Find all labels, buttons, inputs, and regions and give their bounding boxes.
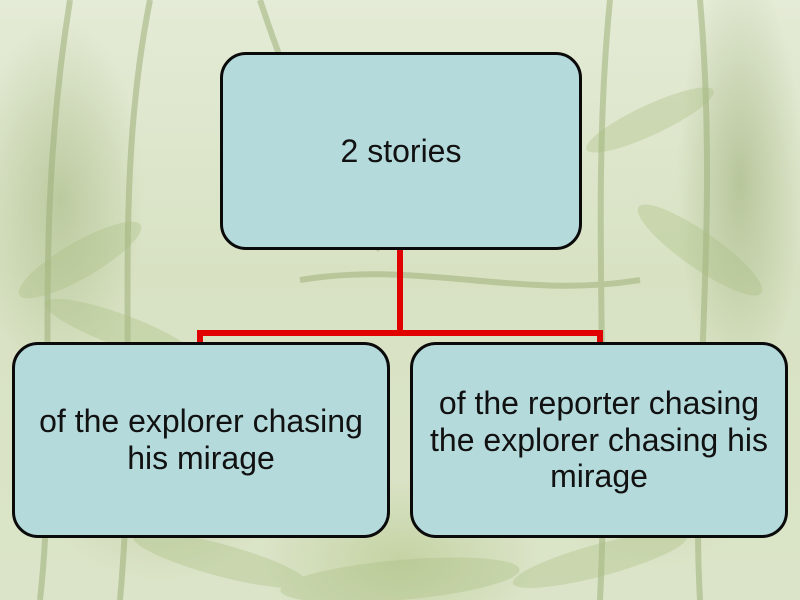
connector-group: [197, 250, 603, 343]
child-node-explorer-label: of the explorer chasing his mirage: [39, 403, 363, 476]
child-node-reporter: of the reporter chasing the explorer cha…: [410, 342, 788, 538]
child-node-reporter-label: of the reporter chasing the explorer cha…: [430, 384, 768, 495]
root-node-label: 2 stories: [340, 132, 462, 169]
root-node: 2 stories: [220, 52, 582, 250]
child-node-explorer: of the explorer chasing his mirage: [12, 342, 390, 538]
